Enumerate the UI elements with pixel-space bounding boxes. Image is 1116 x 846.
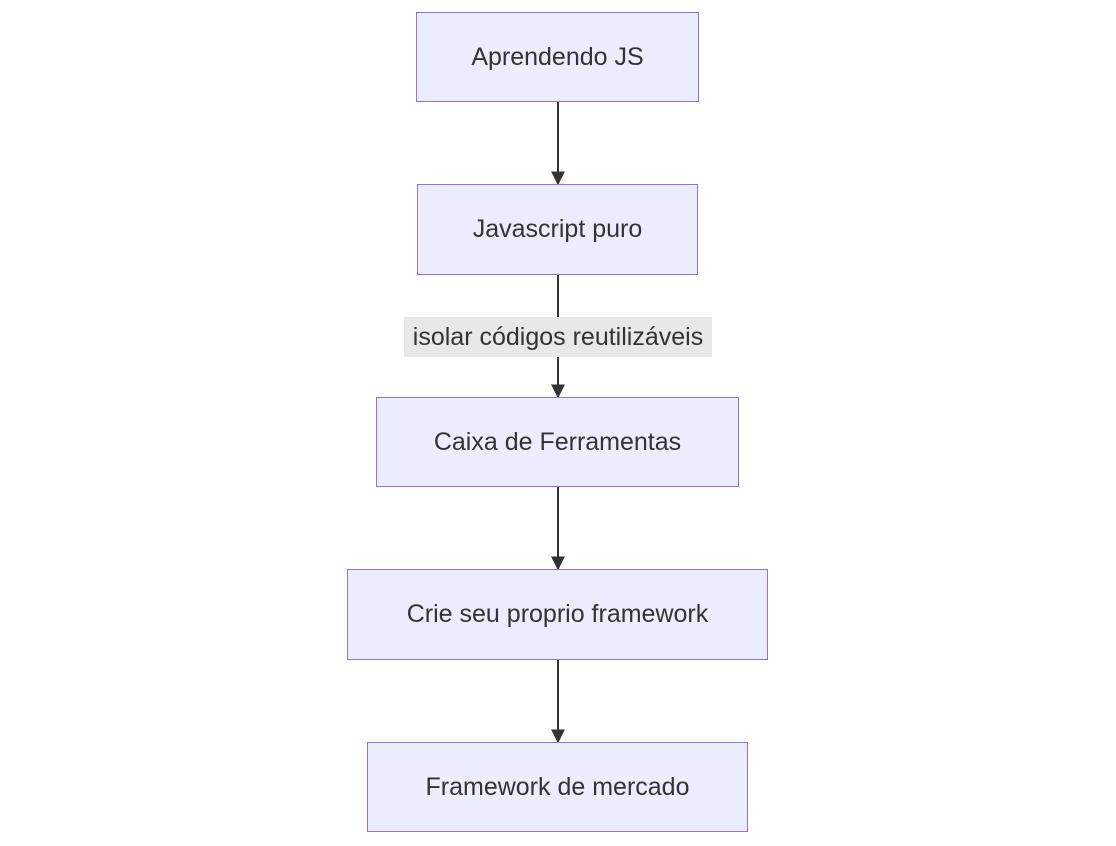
node-label: Caixa de Ferramentas [433, 427, 682, 456]
node-caixa-de-ferramentas: Caixa de Ferramentas [376, 397, 739, 487]
node-aprendendo-js: Aprendendo JS [416, 12, 699, 102]
node-label: Javascript puro [472, 215, 643, 243]
node-label: Aprendendo JS [471, 42, 644, 71]
edge-label-text: isolar códigos reutilizáveis [412, 322, 704, 351]
node-javascript-puro: Javascript puro [417, 184, 698, 275]
node-framework-de-mercado: Framework de mercado [367, 742, 748, 832]
node-crie-seu-proprio-framework: Crie seu proprio framework [347, 569, 768, 660]
edge-label-b-c: isolar códigos reutilizáveis [404, 317, 712, 357]
node-label: Crie seu proprio framework [406, 600, 709, 628]
node-label: Framework de mercado [425, 772, 690, 801]
